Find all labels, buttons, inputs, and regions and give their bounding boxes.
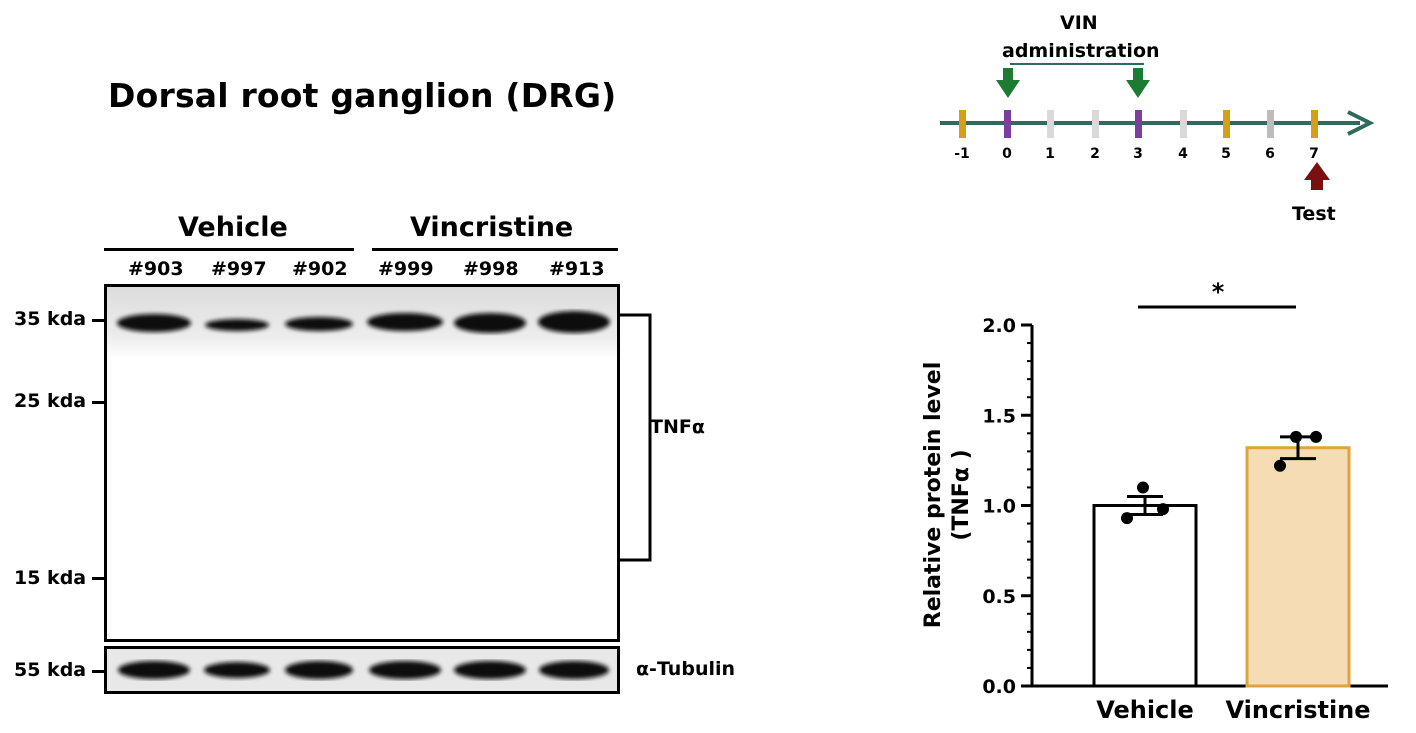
group-underline-vincristine: [372, 248, 618, 251]
marker-tick: [92, 577, 104, 580]
tubulin-label: α-Tubulin: [636, 658, 736, 680]
timeline-tick: [1092, 110, 1099, 138]
y-axis-label: Relative protein level: [921, 362, 946, 629]
data-point: [1290, 430, 1302, 443]
timeline-tick: [1311, 110, 1318, 138]
injection-arrow-icon: [996, 68, 1020, 98]
timeline-title-line1: VIN: [1060, 12, 1098, 34]
marker-25kda: 25 kda: [14, 390, 87, 412]
timeline-arrowhead: [1347, 110, 1375, 136]
tnfa-blot-image: [107, 287, 617, 359]
tnfa-bracket: [618, 313, 652, 562]
data-point: [1121, 512, 1133, 525]
timeline-day: 4: [1178, 146, 1188, 162]
data-point: [1137, 481, 1149, 494]
data-point: [1157, 503, 1169, 516]
data-point: [1274, 459, 1286, 472]
x-tick-label: Vehicle: [1096, 696, 1194, 724]
timeline-day: 7: [1309, 146, 1319, 162]
group-underline-vehicle: [104, 248, 354, 251]
timeline-tick: [1267, 110, 1274, 138]
timeline-tick: [1223, 110, 1230, 138]
timeline-tick: [1135, 110, 1142, 138]
tubulin-blot: [104, 646, 620, 694]
timeline-title-line2: administration: [1002, 40, 1160, 62]
marker-55kda: 55 kda: [14, 659, 87, 681]
timeline-day: 1: [1045, 146, 1055, 162]
figure-title: Dorsal root ganglion (DRG): [108, 76, 617, 115]
y-tick-label: 2.0: [982, 315, 1016, 337]
bar: [1092, 504, 1198, 688]
tubulin-blot-image: [107, 649, 617, 691]
timeline-title-underline: [1010, 63, 1144, 65]
tnfa-label: TNFα: [650, 416, 705, 438]
timeline-tick: [959, 110, 966, 138]
x-tick-label: Vincristine: [1225, 696, 1370, 724]
y-tick-label: 1.5: [982, 405, 1016, 427]
timeline-day: 2: [1090, 146, 1100, 162]
significance-marker: *: [1212, 278, 1225, 306]
timeline-tick: [1004, 110, 1011, 138]
marker-tick: [92, 670, 104, 673]
injection-arrow-icon: [1126, 68, 1150, 98]
y-tick-label: 0.5: [982, 586, 1016, 608]
lane-label: #998: [463, 258, 519, 280]
test-arrow-icon: [1304, 162, 1330, 190]
marker-tick: [92, 319, 104, 322]
timeline-day: 5: [1221, 146, 1231, 162]
lane-label: #999: [378, 258, 434, 280]
timeline-tick: [1180, 110, 1187, 138]
test-label: Test: [1292, 203, 1336, 225]
tnfa-blot: [104, 284, 620, 642]
timeline-day: 0: [1002, 146, 1012, 162]
marker-35kda: 35 kda: [14, 308, 87, 330]
y-tick-label: 0.0: [982, 676, 1016, 698]
lane-label: #903: [128, 258, 184, 280]
lane-label: #902: [292, 258, 348, 280]
data-point: [1310, 430, 1322, 443]
marker-tick: [92, 401, 104, 404]
y-tick-label: 1.0: [982, 496, 1016, 518]
bar: [1245, 446, 1351, 688]
lane-label: #997: [211, 258, 267, 280]
timeline-graphic: -1 0 1 2 3 4 5 6 7: [940, 68, 1375, 162]
y-axis-label-unit: (TNFα ): [949, 449, 974, 540]
timeline-day: -1: [954, 146, 970, 162]
marker-15kda: 15 kda: [14, 567, 87, 589]
group-label-vincristine: Vincristine: [410, 212, 574, 243]
group-label-vehicle: Vehicle: [178, 212, 288, 243]
timeline-day: 6: [1265, 146, 1275, 162]
timeline-day: 3: [1133, 146, 1143, 162]
timeline-tick: [1047, 110, 1054, 138]
lane-label: #913: [549, 258, 605, 280]
